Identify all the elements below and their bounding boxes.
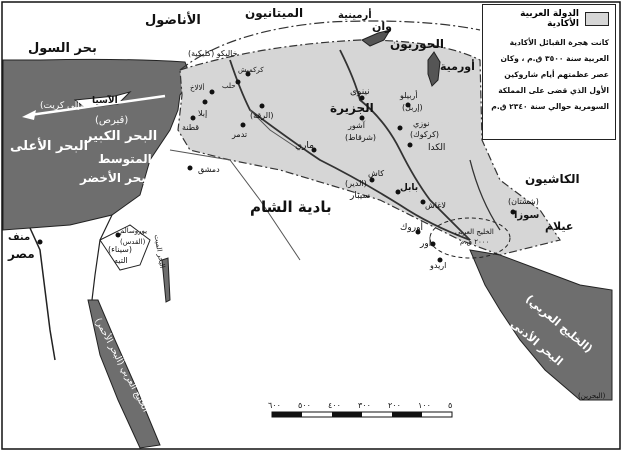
label-kish: كاش	[368, 169, 384, 178]
label-upper-sea: البحر الأعلى	[10, 137, 88, 154]
label-sea-west: بحر السول	[28, 41, 97, 56]
label-tadmur: تدمر	[231, 130, 247, 139]
label-cilicia: خاليكو (كليكية)	[188, 49, 238, 58]
tigris-river	[339, 49, 471, 241]
label-mediterranean: المتوسط	[98, 152, 152, 167]
label-sinai: (سيناء)	[108, 245, 132, 254]
legend-title: الدولة العربية الأكادية	[489, 9, 609, 29]
label-bahrain: (البحرين)	[578, 392, 606, 400]
label-sinai2: التيه	[114, 256, 128, 265]
label-aleppo: حلب	[222, 82, 236, 90]
sinai-outline	[99, 224, 151, 271]
city-dots	[37, 71, 516, 263]
label-kirkuk: (كركوك)	[410, 130, 439, 139]
label-dair: (الدير)	[345, 179, 367, 188]
red-sea	[87, 299, 161, 449]
scale-label: ٣٠٠	[358, 401, 371, 410]
label-sippar: سيبار	[349, 191, 370, 201]
scale-bar	[271, 411, 453, 418]
label-ashur: آشور	[347, 120, 366, 130]
scale-label: ٥	[448, 401, 452, 410]
sinai-coast	[91, 214, 113, 301]
label-hurrians: الحوريون	[390, 37, 444, 52]
scale-labels: ٦٠٠ ٥٠٠ ٤٠٠ ٣٠٠ ٢٠٠ ١٠٠ ٥	[268, 401, 452, 410]
label-kassites: الكاشيون	[525, 172, 580, 187]
legend: الدولة العربية الأكادية كانت هجرة القبائ…	[482, 4, 616, 140]
crete-arrow	[29, 94, 166, 117]
label-susa2: سوزا	[514, 210, 539, 221]
label-van: وان	[372, 20, 392, 33]
label-urmia: أورمية	[440, 59, 475, 73]
lake-van	[361, 29, 392, 47]
label-ancient-gulf2: ٢٠٠٠ ق.م	[460, 238, 489, 246]
label-damascus: دمشق	[198, 165, 220, 174]
label-eridu: اريدو	[429, 261, 446, 270]
mediterranean-sea	[2, 58, 193, 231]
label-jerusalem2: (القدس)	[120, 238, 146, 246]
label-ancient-gulf: الخليج العربي	[455, 228, 494, 236]
label-memphis: منف	[8, 232, 30, 243]
label-arbil2: (إربل)	[402, 103, 423, 113]
legend-description: كانت هجرة القبائل الأكادية العربية سنة ٣…	[491, 38, 609, 111]
scale-label: ١٠٠	[418, 401, 431, 410]
label-lagash: لاغاش	[425, 201, 446, 210]
label-qatna: قطنة	[182, 123, 199, 132]
gulf-of-aqaba	[161, 257, 171, 303]
label-mitanni: الميتانيون	[245, 6, 303, 21]
scale-label: ٥٠٠	[298, 401, 311, 410]
label-sharqat: (شرقاط)	[345, 133, 376, 142]
label-elam: عيلام	[545, 220, 573, 233]
karun-river	[469, 159, 501, 231]
label-akkad: الكدا	[428, 143, 445, 153]
scale-label: ٤٠٠	[328, 401, 341, 410]
label-armenia: أرمينية	[338, 8, 372, 21]
label-alalakh: ألالاخ	[190, 83, 205, 92]
label-ebla: إبلا	[198, 109, 207, 119]
scale-label: ٢٠٠	[388, 401, 401, 410]
scale-label: ٦٠٠	[268, 401, 281, 410]
label-arbil: أربيلو	[399, 90, 418, 100]
label-green-sea: البحر الأخضر	[79, 170, 155, 185]
label-uruk: أوروك	[400, 221, 423, 233]
akkadian-state-region	[177, 39, 561, 256]
label-great-sea: البحر الكبير	[84, 129, 157, 144]
label-egypt: مصر	[7, 247, 35, 261]
label-susa: (ششتان)	[508, 197, 539, 206]
label-syrian-desert: بادية الشام	[250, 198, 332, 216]
legend-title-text: الدولة العربية الأكادية	[520, 9, 579, 29]
label-anatolians: الأناضول	[145, 11, 201, 28]
ancient-gulf-outline	[429, 217, 511, 259]
region-boundary	[179, 20, 481, 71]
euphrates-river	[229, 59, 471, 241]
crete-arrow-head	[22, 110, 36, 120]
label-dead-sea: البحر الميت	[153, 234, 167, 269]
lake-urmia	[427, 51, 441, 87]
label-ur: أور	[419, 237, 431, 249]
label-asia: الآسيا	[92, 94, 118, 106]
label-cyprus: (قبرص)	[95, 115, 128, 126]
label-jerusalem: يوروسالم	[120, 227, 147, 235]
label-to-crete: (إلى كريت)	[40, 101, 83, 111]
label-karkemish: كركميش	[238, 66, 264, 74]
persian-gulf	[469, 249, 613, 401]
legend-swatch	[585, 12, 609, 26]
label-babylon: بابل	[400, 183, 418, 193]
road-line	[169, 149, 301, 261]
label-nineveh: نينوى	[350, 87, 370, 97]
road-line-2	[249, 109, 301, 151]
label-raqqa: (الرقة)	[250, 111, 273, 120]
nile-river	[29, 227, 56, 361]
label-nuzi: نوزي	[413, 119, 429, 128]
label-jazira: الجزيرة	[330, 101, 374, 115]
label-mari: ماري	[295, 141, 314, 151]
